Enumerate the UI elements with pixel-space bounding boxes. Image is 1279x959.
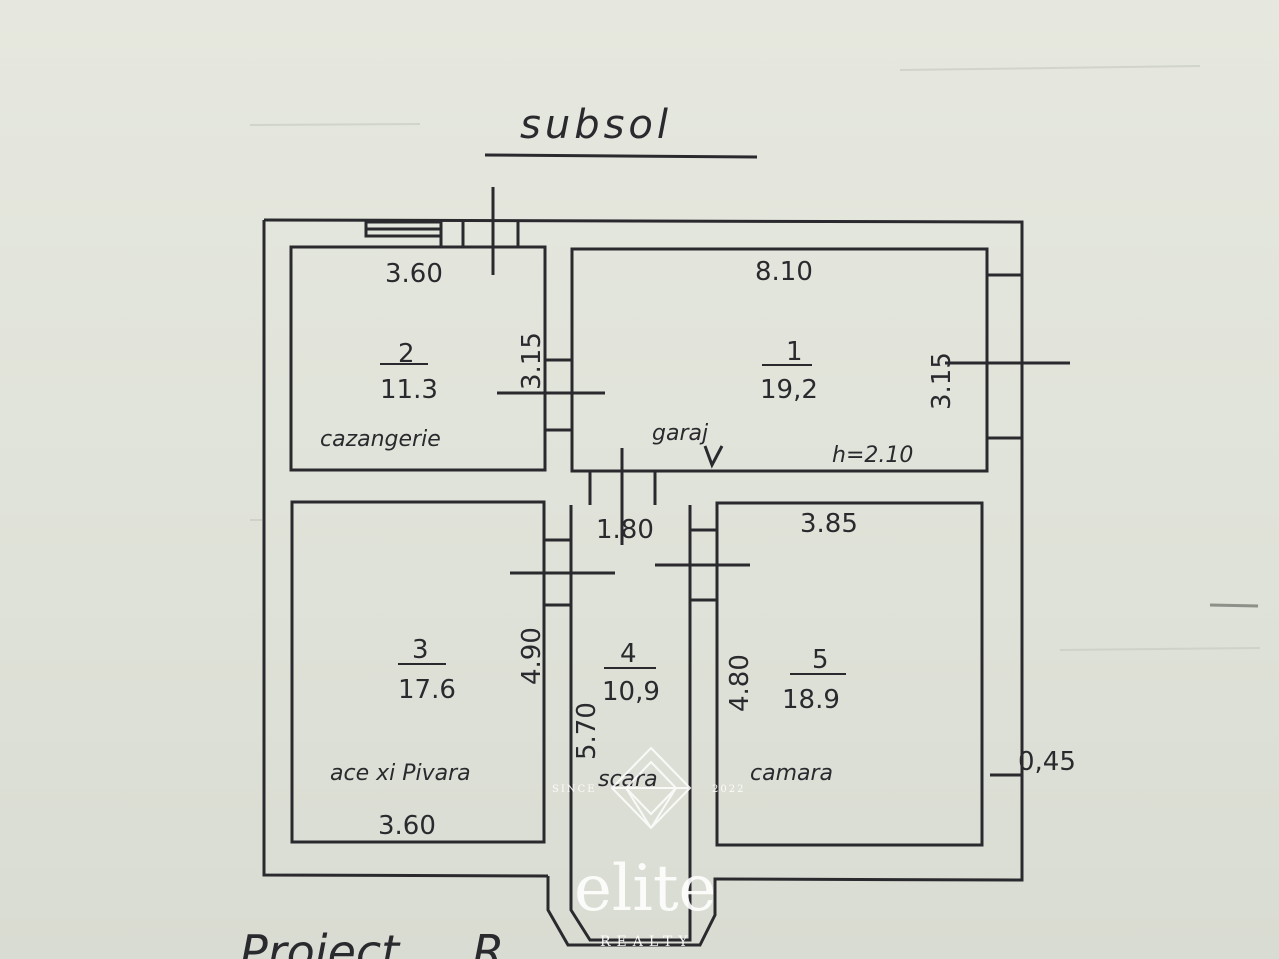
room-5-area: 18.9	[782, 685, 840, 715]
plan-title: subsol	[520, 102, 672, 148]
room-3-area: 17.6	[398, 675, 456, 705]
dim-room3-width: 3.60	[378, 811, 436, 841]
room-1-number: 1	[786, 337, 803, 367]
room-3-number: 3	[412, 635, 429, 665]
dim-room4-width: 1.80	[596, 515, 654, 545]
room-5-outline	[715, 501, 984, 847]
dim-room5-depth: 4.80	[725, 654, 755, 712]
watermark-sub: REALTY	[600, 934, 694, 950]
room-2-area: 11.3	[380, 375, 438, 405]
stair-exit	[546, 876, 717, 947]
door-marks	[497, 273, 1070, 777]
room-5-name: camara	[750, 761, 833, 786]
room-4-outline	[569, 505, 692, 942]
room-3-outline	[290, 500, 546, 844]
dim-room2-width: 3.60	[385, 259, 443, 289]
dim-room5-width: 3.85	[800, 509, 858, 539]
room-1-name: garaj	[652, 421, 709, 446]
bottom-caption: Proiect ... R...	[240, 925, 548, 959]
room-2-number-label: 2	[398, 339, 415, 369]
background-marks	[249, 65, 1261, 651]
room-2-name: cazangerie	[320, 427, 441, 452]
room-1-area: 19,2	[760, 375, 818, 405]
top-window	[364, 187, 520, 275]
dim-wall-thickness: 0,45	[1018, 747, 1076, 777]
dim-room3-depth: 4.90	[517, 627, 547, 685]
watermark-since-right: 2022	[712, 784, 745, 795]
room-4-number: 4	[620, 639, 637, 669]
watermark-since-left: SINCE	[552, 784, 597, 795]
dim-room1-width: 8.10	[755, 257, 813, 287]
watermark-brand: elite	[574, 852, 716, 926]
room-5-number: 5	[812, 645, 829, 675]
diamond-logo-icon	[610, 746, 692, 830]
outer-walls	[262, 218, 1024, 882]
room-1-height-note: h=2.10	[832, 443, 913, 468]
dim-room2-depth: 3.15	[517, 332, 547, 390]
elite-realty-watermark: SINCE 2022 elite REALTY	[552, 746, 745, 950]
room-4-area: 10,9	[602, 677, 660, 707]
dim-room4-depth: 5.70	[572, 702, 602, 760]
dim-room1-depth: 3.15	[927, 352, 957, 410]
room-3-name: ace xi Pivara	[330, 761, 471, 786]
title-underline	[484, 153, 758, 159]
